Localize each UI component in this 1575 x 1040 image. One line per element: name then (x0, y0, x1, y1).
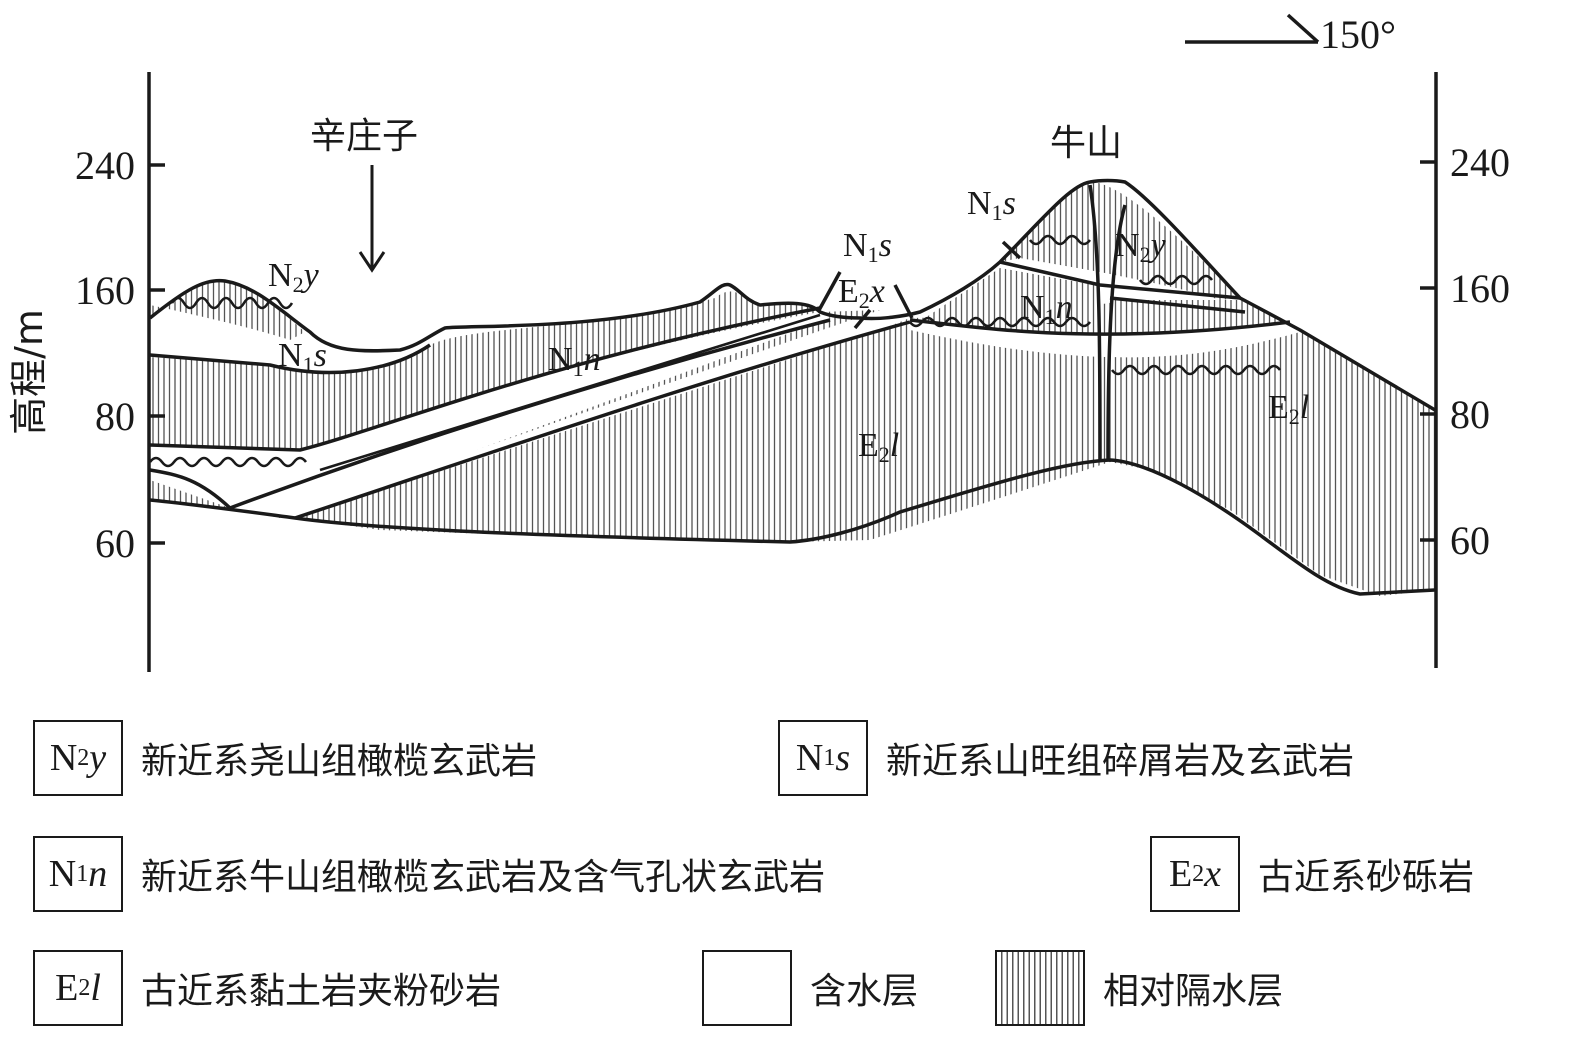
section-base (149, 458, 1436, 596)
unit-n1n-west: N1n (548, 341, 601, 381)
wavy-contacts (148, 234, 1282, 472)
layer-boundaries (148, 178, 1436, 596)
direction-label: 150° (1320, 12, 1396, 57)
direction-arrow (1185, 13, 1320, 44)
axis-labels: 240 160 80 60 240 160 80 60 (75, 140, 1510, 566)
legend-item-aquitard: 相对隔水层 (995, 950, 1283, 1026)
legend-label-n2y: 新近系尧山组橄榄玄武岩 (141, 741, 538, 782)
n2y-summit-body (1000, 181, 1240, 300)
unit-e2l-east: E2l (1268, 389, 1309, 429)
village-arrow (358, 165, 386, 273)
volcanic-conduit-left (1088, 184, 1102, 461)
legend-label-e2l: 古近系黏土岩夹粉砂岩 (141, 971, 502, 1012)
unit-n1n-east: N1n (1020, 289, 1073, 329)
legend-swatch-aquifer (702, 950, 792, 1026)
legend-item-aquifer: 含水层 (702, 950, 918, 1026)
left-tick-label-160: 160 (75, 268, 135, 313)
right-tick-label-160: 160 (1450, 266, 1510, 311)
unit-e2x-center: E2x (838, 273, 885, 313)
y-axis-label: 高程/m (7, 309, 51, 435)
legend-label-aquitard: 相对隔水层 (1103, 971, 1284, 1012)
aquitard-bodies (150, 181, 1435, 596)
unit-n1s-center: N1s (843, 227, 892, 267)
legend-label-aquifer: 含水层 (810, 971, 919, 1012)
volcanic-conduit-right (1106, 204, 1127, 461)
legend-label-n1n: 新近系牛山组橄榄玄武岩及含气孔状玄武岩 (141, 857, 826, 898)
unit-n2y-west: N2y (268, 257, 320, 297)
right-tick-label-240: 240 (1450, 140, 1510, 185)
n2y-left-body (150, 280, 305, 340)
unit-n1s-east: N1s (967, 185, 1016, 225)
right-tick-label-80: 80 (1450, 392, 1490, 437)
unit-e2l-center: E2l (858, 427, 899, 467)
legend-swatch-aquitard (995, 950, 1085, 1026)
village-label: 辛庄子 (310, 116, 418, 157)
e2l-main-body (295, 300, 1435, 596)
right-tick-label-60: 60 (1450, 518, 1490, 563)
ground-surface (148, 178, 1436, 412)
mountain-label: 牛山 (1050, 123, 1122, 164)
unit-n1s-west: N1s (278, 337, 327, 377)
legend-label-e2x: 古近系砂砾岩 (1258, 857, 1475, 898)
left-tick-label-240: 240 (75, 143, 135, 188)
geologic-cross-section: 240 160 80 60 240 160 80 60 高程/m 150° 辛庄… (7, 12, 1510, 672)
left-tick-label-60: 60 (95, 521, 135, 566)
legend-label-n1s: 新近系山旺组碎屑岩及玄武岩 (886, 741, 1355, 782)
n1n-east-slope (1112, 300, 1285, 330)
unit-n2y-east: N2y (1115, 227, 1167, 267)
axis-frame (147, 72, 1438, 672)
left-tick-label-80: 80 (95, 394, 135, 439)
unit-labels: N2y N1s N1n N1s E2x E2l N1s N2y N1n E2l (268, 185, 1309, 467)
